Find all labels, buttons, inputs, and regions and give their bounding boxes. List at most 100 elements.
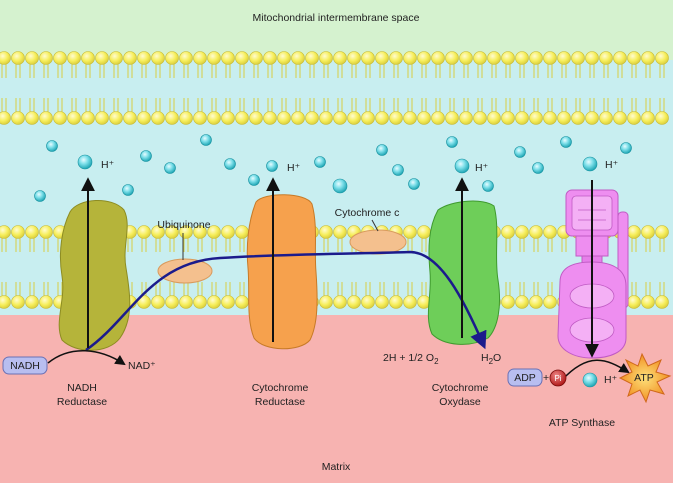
lipid-head — [179, 111, 193, 125]
nadh-reductase-complex — [58, 199, 131, 351]
lipid-head — [151, 51, 165, 65]
cytochrome-c-carrier — [349, 229, 407, 255]
lipid-head — [585, 51, 599, 65]
cytochrome-c-leader-line — [371, 219, 379, 232]
lipid-head — [403, 225, 417, 239]
lipid-head — [39, 295, 53, 309]
lipid-head — [165, 111, 179, 125]
atp-star — [618, 352, 672, 404]
phosphate-circle — [549, 369, 567, 387]
atp-formation-arrow — [561, 359, 630, 381]
phosphate-label: Pi — [554, 374, 561, 383]
nadh-reductase-label-line2: Reductase — [57, 396, 107, 408]
lipid-head — [403, 51, 417, 65]
h-plus-label-oxydase: H⁺ — [475, 162, 489, 174]
proton — [46, 140, 58, 152]
lipid-head — [291, 111, 305, 125]
lipid-head — [347, 295, 361, 309]
lipid-head — [207, 295, 221, 309]
nadh-box — [2, 356, 48, 375]
proton — [266, 160, 278, 172]
lipid-head — [263, 111, 277, 125]
lipid-head — [403, 111, 417, 125]
lipid-head — [515, 225, 529, 239]
lipid-head — [11, 51, 25, 65]
lipid-head — [0, 295, 11, 309]
lipid-head — [305, 51, 319, 65]
lipid-head — [333, 51, 347, 65]
proton — [34, 190, 46, 202]
cytochrome-oxydase-label-line2: Oxydase — [439, 396, 481, 408]
lipid-head — [25, 111, 39, 125]
lipid-head — [67, 51, 81, 65]
lipid-head — [361, 51, 375, 65]
lipid-head — [627, 295, 641, 309]
lipid-head — [473, 51, 487, 65]
lipid-head — [207, 111, 221, 125]
lipid-head — [655, 225, 669, 239]
proton — [482, 180, 494, 192]
lipid-head — [585, 111, 599, 125]
lipid-head — [151, 111, 165, 125]
lipid-head — [109, 111, 123, 125]
proton — [140, 150, 152, 162]
proton — [408, 178, 420, 190]
lipid-head — [641, 51, 655, 65]
lipid-head — [543, 225, 557, 239]
lipid-head — [627, 51, 641, 65]
proton — [224, 158, 236, 170]
lipid-head — [487, 51, 501, 65]
adp-box — [507, 368, 543, 387]
lipid-head — [641, 111, 655, 125]
lipid-head — [11, 111, 25, 125]
lipid-head — [235, 225, 249, 239]
proton — [392, 164, 404, 176]
nadh-label: NADH — [10, 360, 40, 372]
lipid-head — [389, 51, 403, 65]
intermembrane-space-label: Mitochondrial intermembrane space — [253, 12, 420, 24]
lipid-head — [11, 225, 25, 239]
lipid-head — [81, 51, 95, 65]
lipid-head — [473, 111, 487, 125]
lipid-head — [25, 295, 39, 309]
lipid-head — [571, 51, 585, 65]
lipid-head — [249, 51, 263, 65]
lipid-head — [137, 51, 151, 65]
lipid-head — [165, 295, 179, 309]
lipid-head — [515, 295, 529, 309]
proton — [514, 146, 526, 158]
lipid-head — [263, 51, 277, 65]
proton — [620, 142, 632, 154]
lipid-head — [193, 111, 207, 125]
proton — [248, 174, 260, 186]
lipid-head — [333, 111, 347, 125]
lipid-head — [529, 51, 543, 65]
lipid-head — [319, 225, 333, 239]
lipid-head — [193, 225, 207, 239]
lipid-head — [277, 111, 291, 125]
lipid-head — [361, 295, 375, 309]
lipid-head — [529, 225, 543, 239]
lipid-head — [417, 51, 431, 65]
water-label: H2O — [481, 352, 501, 366]
proton — [164, 162, 176, 174]
lipid-head — [221, 51, 235, 65]
h-plus-label-matrix: H⁺ — [604, 374, 618, 386]
lipid-head — [599, 111, 613, 125]
lipid-head — [291, 51, 305, 65]
lipid-head — [655, 111, 669, 125]
lipid-head — [333, 295, 347, 309]
cytochrome-reductase-label-line2: Reductase — [255, 396, 305, 408]
proton — [560, 136, 572, 148]
lipid-head — [179, 295, 193, 309]
lipid-head — [95, 51, 109, 65]
lipid-head — [417, 111, 431, 125]
electron-path-arrow — [85, 250, 487, 352]
nad-plus-label: NAD⁺ — [128, 360, 156, 372]
lipid-head — [557, 51, 571, 65]
lipid-head — [613, 51, 627, 65]
lipid-head — [0, 111, 11, 125]
lipid-head — [501, 51, 515, 65]
lipid-head — [557, 111, 571, 125]
